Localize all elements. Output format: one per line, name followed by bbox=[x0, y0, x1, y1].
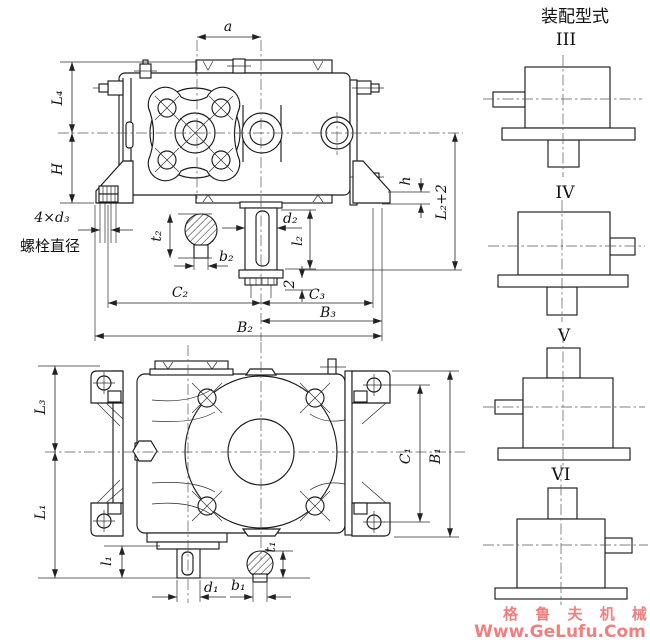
dim-B1: B₁ bbox=[392, 370, 459, 538]
output-shaft-up bbox=[546, 347, 581, 379]
dim-label-l2: l₂ bbox=[290, 236, 306, 246]
foot-right-top-view bbox=[352, 160, 391, 204]
dim-label-b2: b₂ bbox=[219, 249, 234, 265]
dim-offset-2: 2 bbox=[282, 266, 312, 302]
centerlines-top-view bbox=[58, 40, 463, 341]
assembly-type-6-label: VI bbox=[551, 465, 571, 485]
top-view: a L₄ H 4×d₃ 螺栓直径 t₂ b₂ bbox=[20, 19, 463, 341]
bolt-hole-projection bbox=[99, 203, 117, 243]
dim-label-b1: b₁ bbox=[231, 578, 246, 594]
output-shaft-down bbox=[547, 139, 580, 168]
input-shaft-right bbox=[604, 537, 633, 554]
assembly-types-panel: 装配型式 III IV V bbox=[483, 7, 648, 605]
keyway-slot-d1 bbox=[181, 551, 194, 576]
lifting-pin bbox=[327, 358, 337, 375]
output-shaft-up bbox=[547, 487, 578, 520]
dim-label-t1: t₁ bbox=[263, 541, 279, 552]
dim-t1: t₁ bbox=[262, 541, 293, 578]
bolt-note-label: 螺栓直径 bbox=[20, 237, 80, 255]
dim-label-L4: L₄ bbox=[50, 90, 66, 106]
dim-b1: b₁ bbox=[230, 578, 291, 602]
key-section-d2 bbox=[184, 213, 218, 259]
front-view: L₃ L₁ l₁ d₁ b₁ t₁ bbox=[33, 342, 465, 603]
foot-bottom-left-front bbox=[90, 479, 124, 537]
dim-label-C2: C₂ bbox=[172, 285, 189, 301]
dim-label-t2: t₂ bbox=[149, 230, 165, 242]
assembly-types-title: 装配型式 bbox=[541, 7, 609, 27]
dim-C1: C₁ bbox=[384, 384, 430, 523]
base-flange bbox=[501, 127, 636, 141]
dim-label-4xd3: 4×d₃ bbox=[33, 210, 70, 226]
dim-label-B2: B₂ bbox=[236, 320, 253, 336]
dim-label-B1: B₁ bbox=[428, 448, 444, 465]
hex-plug bbox=[132, 440, 158, 462]
dim-label-L2plus2: L₂+2 bbox=[434, 184, 450, 221]
assembly-type-4: IV bbox=[488, 183, 645, 322]
dim-label-h: h bbox=[398, 176, 414, 185]
dim-label-l1: l₁ bbox=[99, 556, 115, 566]
foot-top-right-front bbox=[351, 370, 391, 425]
foot-left-top-view bbox=[95, 160, 134, 204]
dim-label-C1: C₁ bbox=[398, 448, 414, 464]
gearbox-body bbox=[522, 377, 614, 449]
watermark-brand: 格 鲁 夫 机 械 bbox=[503, 605, 650, 623]
dim-L1: L₁ bbox=[33, 452, 310, 579]
dim-label-C3: C₃ bbox=[309, 287, 326, 303]
top-cover bbox=[195, 59, 333, 74]
watermark-url: Www.GeLufu.Com bbox=[474, 622, 646, 642]
dim-l2: l₂ bbox=[281, 209, 316, 270]
dim-h: h bbox=[382, 176, 430, 218]
dim-label-B3: B₃ bbox=[319, 305, 336, 321]
top-view-housing bbox=[93, 58, 391, 243]
centerlines-front-view bbox=[45, 342, 465, 603]
dim-d2: d₂ bbox=[222, 211, 302, 231]
dim-H: H bbox=[50, 133, 94, 204]
dim-L4: L₄ bbox=[50, 61, 196, 133]
dim-label-L3: L₃ bbox=[33, 399, 49, 415]
input-shaft-right bbox=[609, 237, 636, 256]
watermark: 格 鲁 夫 机 械 Www.GeLufu.Com bbox=[474, 605, 650, 642]
assembly-type-3: III bbox=[483, 30, 642, 177]
foot-bottom-right-front bbox=[351, 481, 391, 537]
dim-d1: d₁ bbox=[152, 580, 226, 602]
dim-b2: b₂ bbox=[174, 249, 234, 270]
assembly-type-3-label: III bbox=[556, 30, 576, 50]
key-profile bbox=[193, 244, 209, 259]
dim-l1: l₁ bbox=[99, 545, 160, 578]
dim-L3: L₃ bbox=[33, 365, 100, 452]
input-flange bbox=[147, 86, 241, 182]
dim-label-d2: d₂ bbox=[283, 211, 298, 227]
dim-label-d1: d₁ bbox=[204, 580, 219, 596]
key-section-d1 bbox=[246, 550, 274, 583]
left-bolt bbox=[93, 80, 124, 96]
right-plate-front bbox=[344, 370, 353, 536]
dim-bolt-callout: 4×d₃ 螺栓直径 bbox=[20, 210, 133, 255]
gearbox-body bbox=[517, 211, 611, 276]
dim-label-H: H bbox=[50, 162, 66, 176]
assembly-type-5-label: V bbox=[557, 326, 571, 346]
dim-L2plus2: L₂+2 bbox=[300, 133, 462, 271]
base-flange bbox=[497, 447, 631, 461]
dim-label-a: a bbox=[224, 19, 232, 35]
dim-label-2: 2 bbox=[282, 279, 298, 289]
dim-a: a bbox=[197, 19, 261, 40]
assembly-type-5: V bbox=[483, 326, 645, 468]
assembly-type-4-label: IV bbox=[556, 183, 576, 203]
foot-top-left-front bbox=[90, 370, 124, 427]
base-flange bbox=[497, 274, 629, 288]
top-center-screw bbox=[227, 58, 251, 74]
gearbox-body bbox=[524, 66, 611, 129]
assembly-type-6: VI bbox=[483, 465, 648, 605]
keyway-slot bbox=[255, 210, 270, 267]
dim-C2-C3-B3-B2: C₂ C₃ B₃ B₂ bbox=[94, 205, 383, 341]
dim-t2: t₂ bbox=[149, 213, 212, 259]
input-shaft-left bbox=[492, 91, 526, 108]
dim-label-L1: L₁ bbox=[33, 505, 49, 521]
